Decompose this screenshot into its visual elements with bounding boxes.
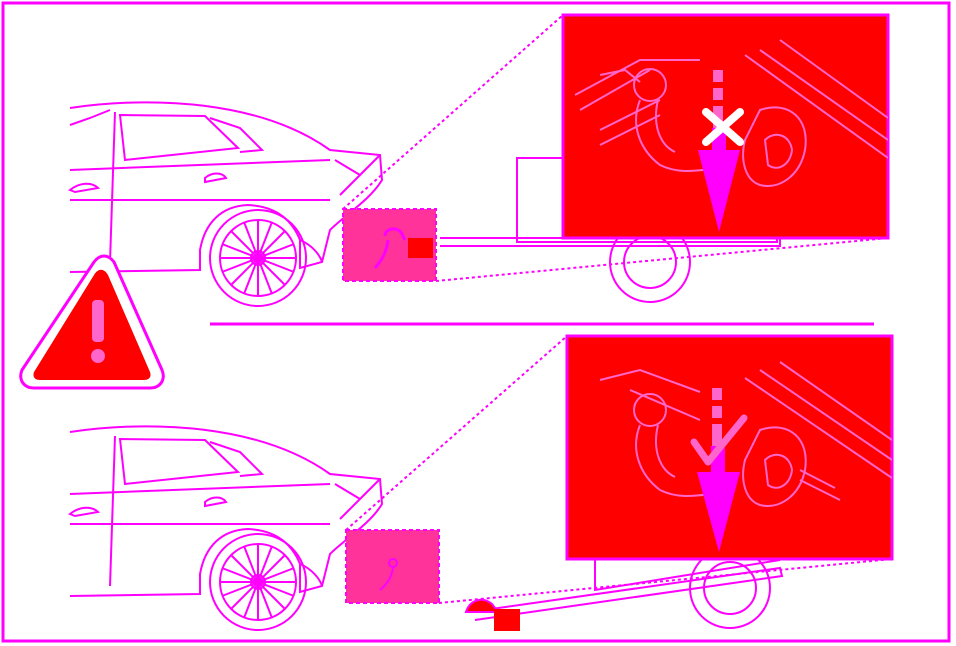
wheel-top — [210, 210, 306, 306]
inset-bottom — [567, 336, 892, 559]
inset-top — [563, 15, 888, 238]
wheel-bottom — [210, 534, 306, 630]
